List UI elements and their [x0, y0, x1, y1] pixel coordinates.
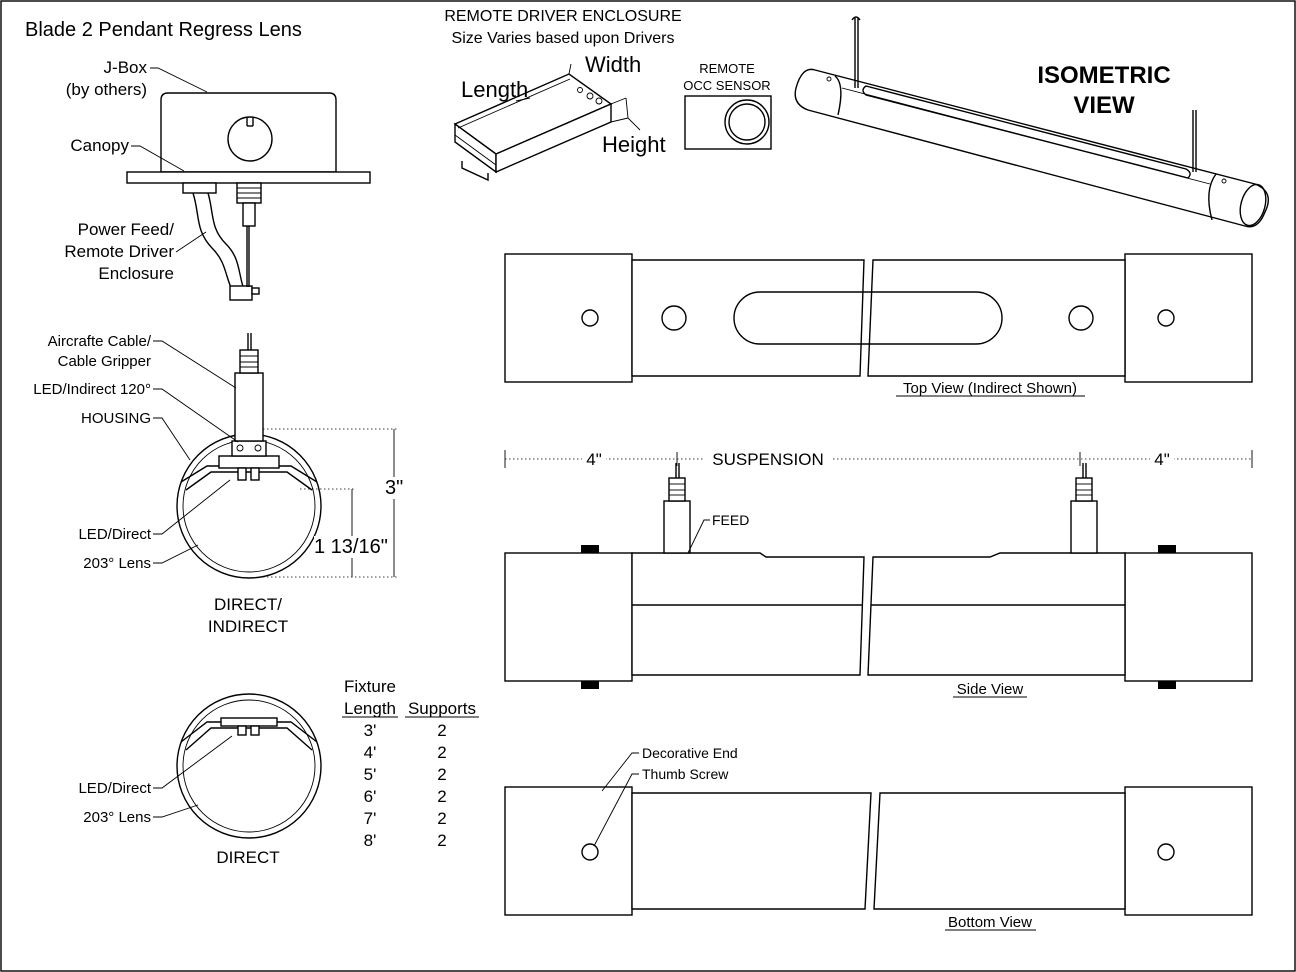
direct-label-2: LED/Direct — [78, 780, 151, 797]
table-cell-supports: 2 — [437, 743, 446, 762]
bottom-view-caption: Bottom View — [948, 914, 1032, 931]
caption-direct: DIRECT — [216, 848, 279, 867]
dim-right: 4" — [1154, 450, 1170, 469]
iso-label-1: ISOMETRIC — [1037, 62, 1170, 89]
drawing-title: Blade 2 Pendant Regress Lens — [25, 19, 302, 41]
canopy-label: Canopy — [70, 136, 129, 155]
width-label: Width — [585, 52, 641, 77]
feed-label: FEED — [712, 512, 749, 528]
cable-label-1: Aircrafte Cable/ — [48, 333, 152, 350]
caption-direct-indirect-2: INDIRECT — [208, 617, 288, 636]
length-label: Length — [461, 77, 528, 102]
section-direct: LED/Direct 203° Lens DIRECT — [78, 693, 322, 867]
table-cell-length: 7' — [364, 809, 377, 828]
bottom-view: Decorative End Thumb Screw Bottom View — [504, 745, 1253, 931]
lens-label-1: 203° Lens — [83, 555, 151, 572]
occ-label-1: REMOTE — [699, 61, 755, 76]
side-view: 4" SUSPENSION 4" FEED Side V — [504, 449, 1253, 698]
table-cell-length: 6' — [364, 787, 377, 806]
cable-label-2: Cable Gripper — [58, 353, 151, 370]
table-cell-length: 8' — [364, 831, 377, 850]
indirect-label: LED/Indirect 120° — [33, 381, 151, 398]
table-cell-supports: 2 — [437, 765, 446, 784]
dim-left: 4" — [586, 450, 602, 469]
table-cell-length: 4' — [364, 743, 377, 762]
feed-label-3: Enclosure — [98, 264, 174, 283]
section-direct-indirect: 3" 1 13/16" Aircrafte Cable/ Cable Gripp… — [33, 333, 408, 636]
dim-total: 3" — [385, 477, 403, 499]
table-header-supports: Supports — [408, 699, 476, 718]
table-cell-supports: 2 — [437, 831, 446, 850]
table-cell-supports: 2 — [437, 809, 446, 828]
jbox-label: J-Box — [104, 58, 148, 77]
feed-label-2: Remote Driver — [64, 242, 174, 261]
jbox-label-2: (by others) — [66, 80, 147, 99]
table-header-fixture: Fixture — [344, 677, 396, 696]
side-view-caption: Side View — [957, 681, 1024, 698]
lens-label-2: 203° Lens — [83, 809, 151, 826]
remote-occ-sensor: REMOTE OCC SENSOR — [683, 61, 772, 150]
dim-lower: 1 13/16" — [314, 536, 388, 558]
canopy-jbox-view: J-Box (by others) Canopy Power Feed/ Rem… — [64, 58, 371, 301]
table-cell-length: 3' — [364, 721, 377, 740]
feed-label-1: Power Feed/ — [78, 220, 175, 239]
jbox-shape — [160, 92, 337, 173]
remote-driver-enclosure: REMOTE DRIVER ENCLOSURE Size Varies base… — [444, 8, 682, 182]
top-view-caption: Top View (Indirect Shown) — [903, 380, 1077, 397]
isometric-view: ISOMETRIC VIEW — [794, 16, 1269, 228]
canopy-plate — [126, 171, 371, 184]
support-table: Fixture Length Supports 3' 2 4' 2 5' 2 6… — [342, 677, 479, 850]
dim-center: SUSPENSION — [712, 450, 823, 469]
housing-label: HOUSING — [81, 410, 151, 427]
caption-direct-indirect-1: DIRECT/ — [214, 595, 282, 614]
iso-label-2: VIEW — [1073, 92, 1135, 119]
direct-label-1: LED/Direct — [78, 526, 151, 543]
table-cell-supports: 2 — [437, 721, 446, 740]
table-cell-supports: 2 — [437, 787, 446, 806]
occ-sensor-box — [684, 95, 772, 150]
decorative-end-label: Decorative End — [642, 745, 738, 761]
jbox-knockout — [227, 116, 273, 162]
height-label: Height — [602, 132, 666, 157]
table-header-length: Length — [344, 699, 396, 718]
feed-fitting — [182, 182, 217, 194]
occ-label-2: OCC SENSOR — [683, 78, 770, 93]
driver-title-1: REMOTE DRIVER ENCLOSURE — [444, 8, 681, 25]
top-view: Top View (Indirect Shown) — [504, 253, 1253, 397]
thumb-screw-label: Thumb Screw — [642, 766, 729, 782]
table-cell-length: 5' — [364, 765, 377, 784]
driver-title-2: Size Varies based upon Drivers — [452, 30, 675, 47]
